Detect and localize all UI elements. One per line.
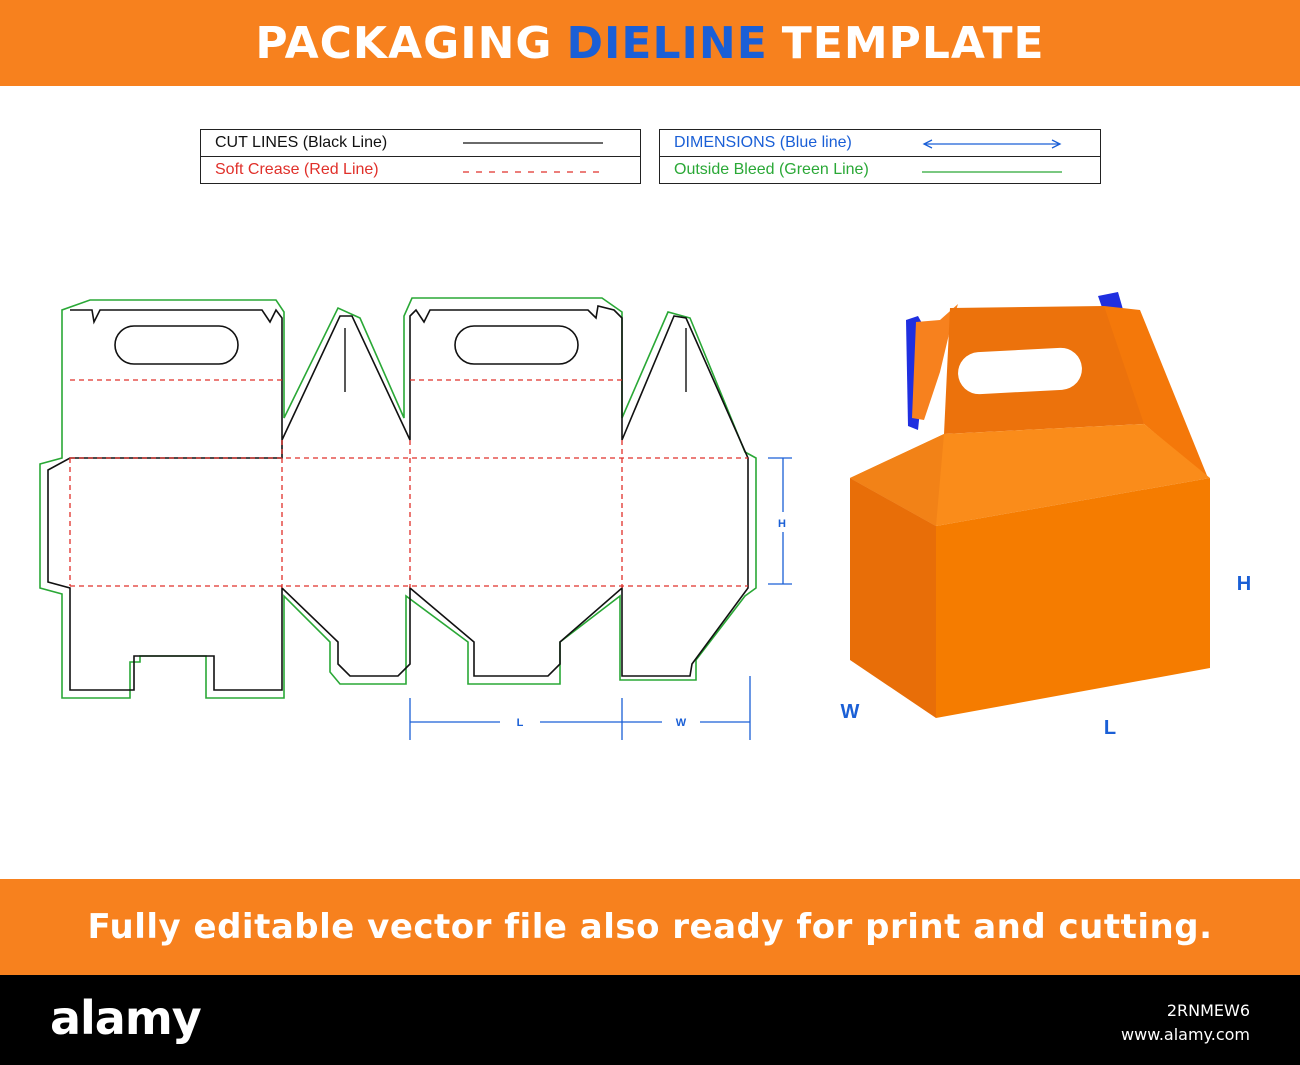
legend-right: DIMENSIONS (Blue line) Outside Bleed (Gr…	[659, 129, 1101, 184]
box-3d	[850, 292, 1210, 718]
image-id-block: 2RNMEW6 www.alamy.com	[1121, 999, 1250, 1047]
title-highlight: DIELINE	[566, 17, 768, 69]
site-url: www.alamy.com	[1121, 1025, 1250, 1044]
legend-left: CUT LINES (Black Line) Soft Crease (Red …	[200, 129, 641, 184]
dim-label-l: L	[517, 717, 524, 729]
bottom-banner: Fully editable vector file also ready fo…	[0, 879, 1300, 975]
handle-cutout-right	[454, 325, 579, 365]
box-label-l: L	[1104, 717, 1116, 739]
legend-dimensions-label: DIMENSIONS (Blue line)	[674, 134, 852, 151]
cut-outline	[47, 305, 749, 691]
box-side	[850, 478, 936, 718]
box-left-slope	[850, 434, 944, 526]
crease-lines	[69, 379, 748, 588]
solid-line-icon	[922, 171, 1062, 173]
box-handle-back-flap	[912, 304, 958, 420]
dimension-lw	[409, 676, 751, 740]
box-label-h: H	[1237, 573, 1251, 595]
double-arrow-icon	[922, 139, 1062, 149]
dim-label-w: W	[676, 717, 687, 729]
dim-label-h: H	[778, 518, 786, 530]
bleed-outline	[39, 297, 757, 699]
solid-line-icon	[463, 142, 603, 144]
box-handle-hole	[958, 347, 1082, 395]
box-label-w: W	[841, 701, 860, 723]
alamy-logo: alamy	[50, 991, 202, 1045]
legend-row-bleed: Outside Bleed (Green Line)	[660, 156, 1100, 183]
box-front	[936, 478, 1210, 718]
legend-row-dimensions: DIMENSIONS (Blue line)	[660, 130, 1100, 156]
dieline-diagram: H L W H W L	[39, 292, 1251, 740]
legend-cut-label: CUT LINES (Black Line)	[215, 134, 388, 151]
image-id: 2RNMEW6	[1166, 1001, 1250, 1020]
title-prefix: PACKAGING	[255, 17, 553, 69]
title-suffix: TEMPLATE	[781, 17, 1045, 69]
tagline: Fully editable vector file also ready fo…	[87, 907, 1213, 947]
dashed-line-icon	[463, 171, 603, 173]
footer-bar: alamy 2RNMEW6 www.alamy.com	[0, 975, 1300, 1065]
box-top-right-slope	[1104, 306, 1208, 478]
dimension-h	[768, 457, 792, 585]
legend-bleed-label: Outside Bleed (Green Line)	[674, 161, 869, 178]
legend-row-cut: CUT LINES (Black Line)	[201, 130, 640, 156]
handle-cutout-left	[114, 325, 239, 365]
legend-crease-label: Soft Crease (Red Line)	[215, 161, 379, 178]
legend-row-crease: Soft Crease (Red Line)	[201, 156, 640, 183]
